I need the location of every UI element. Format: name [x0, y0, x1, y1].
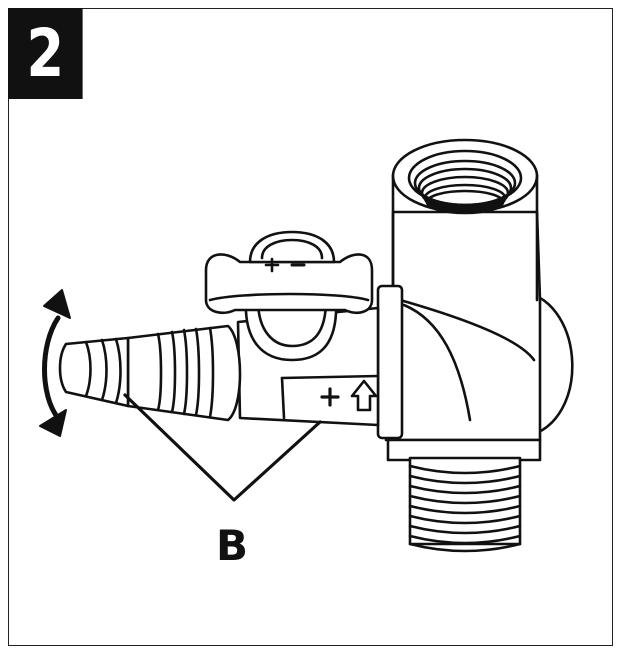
step-number-badge: 2 — [8, 8, 83, 99]
plus-icon — [320, 387, 340, 407]
hose-barb — [58, 324, 242, 422]
figure-frame — [8, 8, 613, 646]
rotate-arrow-icon — [39, 289, 71, 437]
up-arrow-icon — [350, 379, 378, 412]
plus-icon — [264, 257, 280, 273]
bottom-thread — [408, 456, 522, 553]
callout-label-b: B — [216, 521, 248, 570]
valve-lever — [204, 230, 374, 362]
callout-lines — [123, 393, 322, 502]
tee-fitting — [376, 138, 574, 553]
